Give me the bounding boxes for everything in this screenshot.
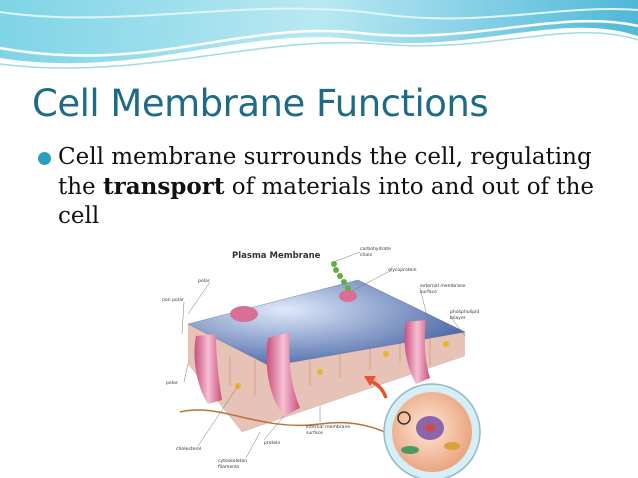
bullet-text: Cell membrane surrounds the cell, regula… <box>58 143 628 231</box>
plasma-membrane-diagram: Plasma Membrane <box>162 246 481 478</box>
carbohydrate-chain <box>331 261 351 291</box>
bullet-text-bold: transport <box>102 173 225 200</box>
bullet-dot <box>38 152 51 165</box>
cytoskeleton-filament <box>179 409 411 447</box>
label-polar-top: polar <box>198 278 210 284</box>
protein-left <box>194 334 222 404</box>
label-carbohydrate-chain-1: carbohydrate <box>360 246 391 252</box>
membrane-top-layer <box>188 280 465 366</box>
label-phospholipid-bilayer-2: bilayer <box>450 315 466 321</box>
label-non-polar: non polar <box>162 297 184 303</box>
pointer-arrow-head <box>364 376 376 386</box>
protein-top-bump <box>230 306 258 322</box>
label-internal-surface-2: surface <box>306 430 323 436</box>
cell-inset <box>383 383 481 478</box>
label-internal-surface-1: internal membrane <box>306 424 350 430</box>
header-wave-decoration <box>0 0 638 69</box>
label-external-surface-1: external membrane <box>420 283 466 289</box>
label-external-surface-2: surface <box>420 289 437 295</box>
bullet-text-before: Cell membrane surrounds the cell, regula… <box>58 144 592 200</box>
label-cytoskeleton-1: cytoskeleton <box>218 458 247 464</box>
label-cholesterol: cholesterol <box>176 446 201 452</box>
bullet-item: Cell membrane surrounds the cell, regula… <box>38 143 628 231</box>
label-cytoskeleton-2: filaments <box>218 464 240 470</box>
label-leader-lines <box>181 251 466 459</box>
slide-title: Cell Membrane Functions <box>32 82 489 125</box>
glycoprotein-bump <box>339 290 357 302</box>
protein-center <box>266 332 300 416</box>
bullet-text-after: of materials into and out of the cell <box>58 174 595 229</box>
protein-right <box>404 320 430 384</box>
label-phospholipid-bilayer-1: phospholipid <box>450 309 479 315</box>
label-carbohydrate-chain-2: chain <box>360 252 373 258</box>
label-glycoprotein: glycoprotein <box>388 267 417 273</box>
label-polar-bottom: polar <box>166 380 178 386</box>
diagram-title: Plasma Membrane <box>232 251 321 261</box>
label-protein: protein <box>264 440 280 446</box>
